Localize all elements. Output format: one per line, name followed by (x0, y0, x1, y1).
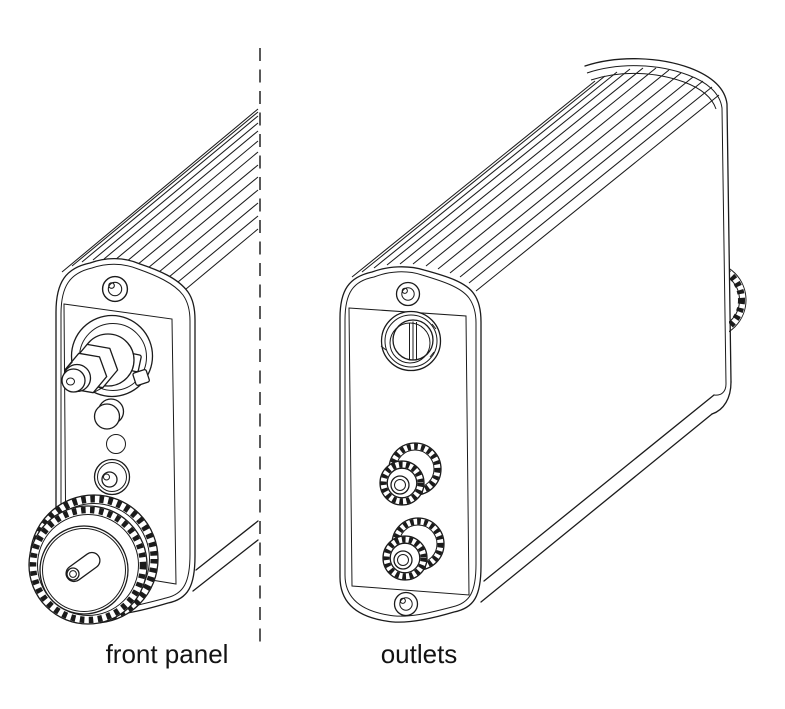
keyed-socket (380, 310, 442, 372)
heatsink-fins (351, 67, 720, 292)
outlets-view (339, 58, 747, 623)
body-bottom-edge (480, 394, 715, 603)
knob-side-profile (729, 267, 747, 333)
push-button (93, 398, 125, 430)
rotary-knob (28, 494, 159, 625)
rear-cap-inner (344, 271, 477, 617)
socket-key-slot (409, 321, 417, 361)
coax-connector (93, 458, 131, 496)
led-hole (106, 434, 126, 454)
heatsink-fins (61, 108, 259, 290)
front-panel-view (28, 108, 259, 625)
caption-front-panel: front panel (106, 639, 229, 669)
fiber-connector (61, 314, 154, 398)
panel-inset (348, 307, 470, 596)
bayonet-tab-lower (132, 369, 150, 386)
panel-inset (63, 303, 177, 585)
mounting-screw-bottom (393, 591, 419, 617)
caption-outlets: outlets (381, 639, 458, 669)
far-end-cap (584, 58, 732, 415)
knob-slot-pin (66, 567, 80, 581)
mounting-screw-top (395, 281, 421, 307)
body-bottom-edge (192, 520, 259, 592)
mounting-screw-top (101, 275, 129, 303)
